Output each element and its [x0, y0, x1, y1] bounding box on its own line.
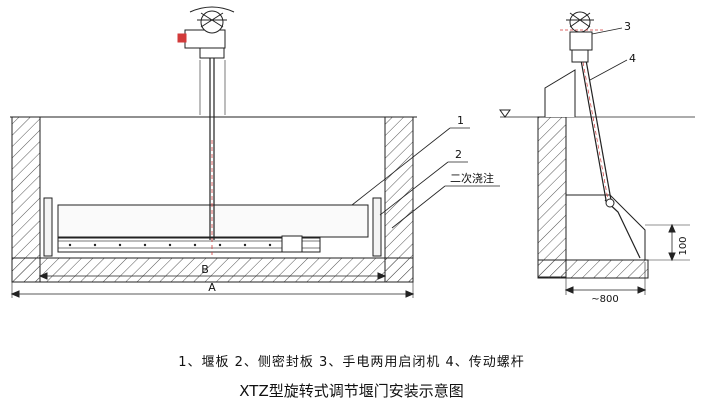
weir-bottom-strip [57, 237, 321, 253]
actuator-front [177, 6, 235, 59]
callout-2: 2 [455, 148, 462, 161]
leader-3 [591, 27, 623, 35]
side-wall [537, 116, 567, 278]
side-view [499, 11, 695, 295]
weir-plate [57, 204, 369, 238]
parts-legend: 1、堰板 2、侧密封板 3、手电两用启闭机 4、传动螺杆 [178, 355, 525, 370]
side-seal-right [372, 197, 382, 257]
dim-a-label: A [208, 281, 216, 294]
leader-4 [589, 59, 628, 81]
callout-4: 4 [629, 52, 636, 65]
side-gate-block [565, 194, 646, 261]
dim-100-label: 100 [678, 236, 689, 255]
leader-secondary [391, 185, 446, 229]
right-wall [384, 116, 414, 283]
leader-1 [351, 127, 451, 206]
actuator-side [560, 11, 605, 63]
callout-3: 3 [624, 20, 631, 33]
callout-secondary-pour: 二次浇注 [450, 171, 494, 185]
left-wall [11, 116, 41, 283]
callout-1: 1 [457, 114, 464, 127]
bottom-slab [11, 257, 414, 283]
side-bottom-slab [537, 259, 649, 279]
leader-2 [379, 161, 449, 216]
dim-b-label: B [201, 263, 209, 276]
front-view [10, 6, 500, 298]
side-seal-left [43, 197, 53, 257]
dim-800-label: ~800 [591, 294, 618, 305]
diagram-title: XTZ型旋转式调节堰门安装示意图 [239, 382, 464, 400]
coupling-box [281, 235, 303, 253]
side-drive-rod [580, 59, 607, 201]
